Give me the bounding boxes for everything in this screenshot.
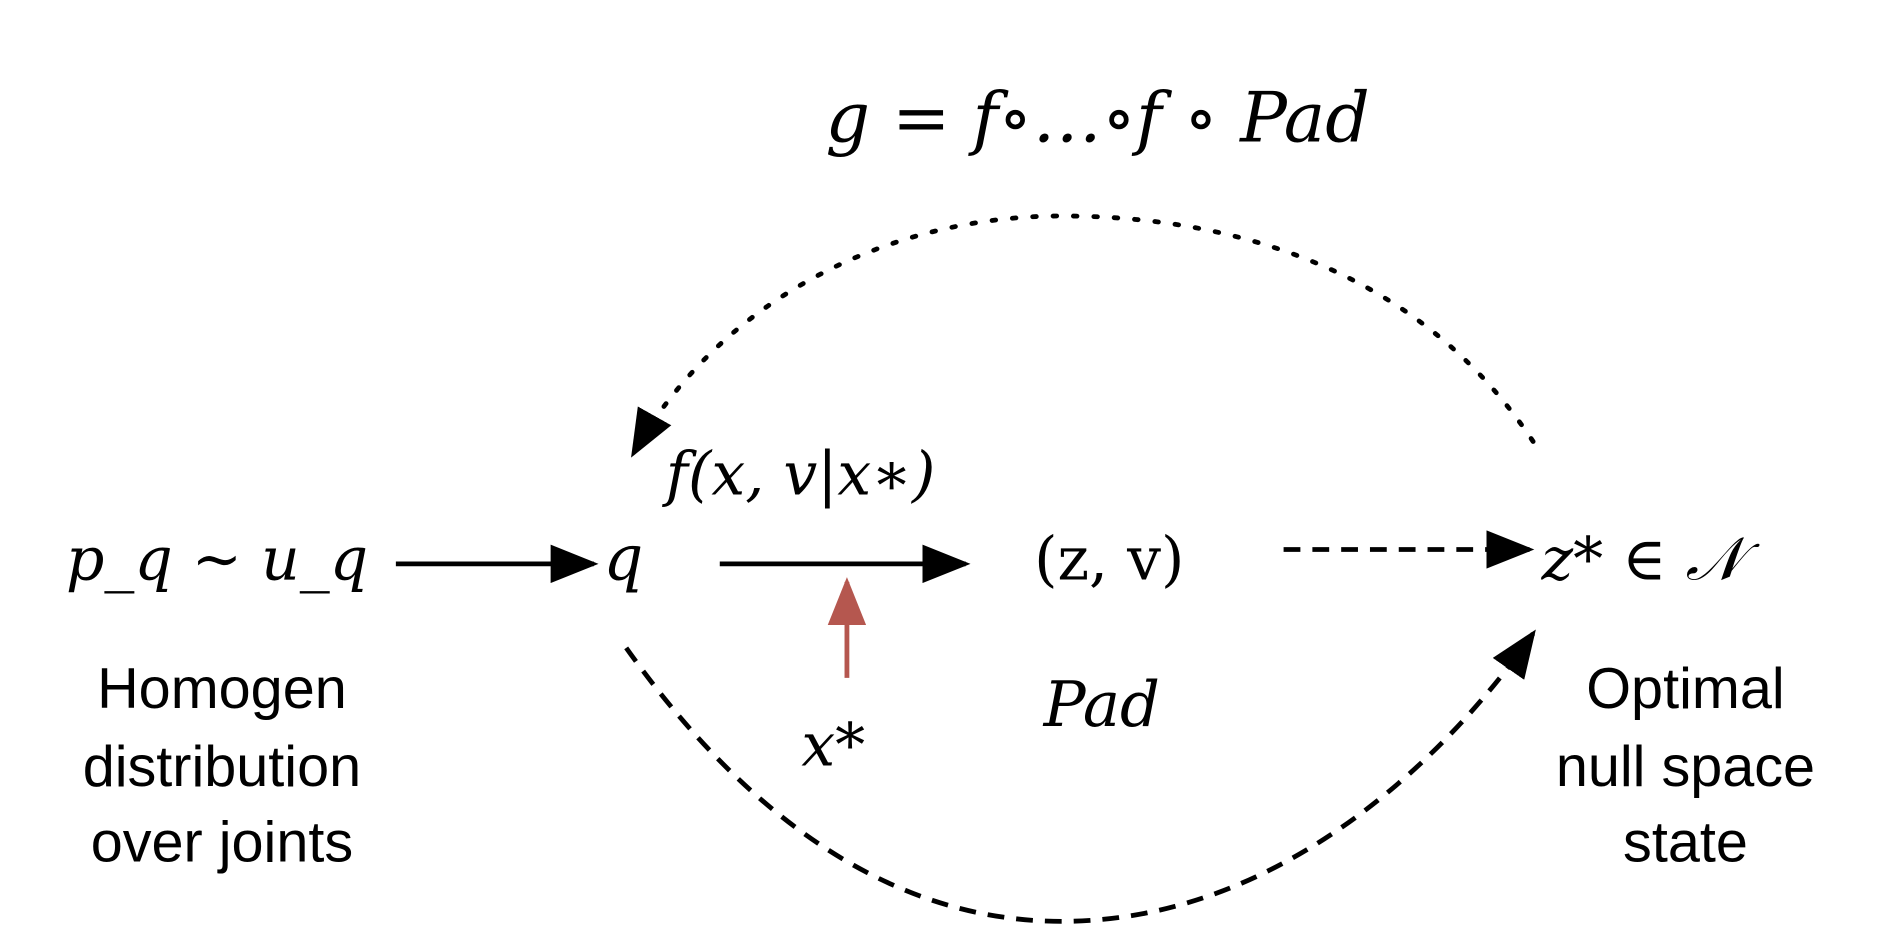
q-node: q: [603, 521, 643, 594]
caption-line: null space: [1556, 735, 1815, 799]
caption-line: distribution: [83, 735, 361, 799]
source-distribution: p_q ∼ u_q: [66, 524, 368, 594]
pad-label: Pad: [1043, 668, 1160, 741]
padded-node: (z, v): [1034, 524, 1184, 594]
composition-formula: g = f∘…∘f ∘ Pad: [825, 78, 1369, 159]
dotted-loop-arrow: [630, 213, 1536, 458]
condition-label: x*: [801, 710, 865, 780]
caption-line: Homogen: [97, 657, 347, 721]
target-node: z* ∈ 𝒩: [1541, 524, 1761, 594]
source-caption: Homogen distribution over joints: [83, 657, 361, 875]
target-caption: Optimal null space state: [1556, 657, 1815, 875]
caption-line: over joints: [91, 810, 353, 874]
caption-line: Optimal: [1586, 657, 1784, 721]
transform-label: f(x, v|x∗): [662, 439, 936, 509]
caption-line: state: [1623, 810, 1748, 874]
